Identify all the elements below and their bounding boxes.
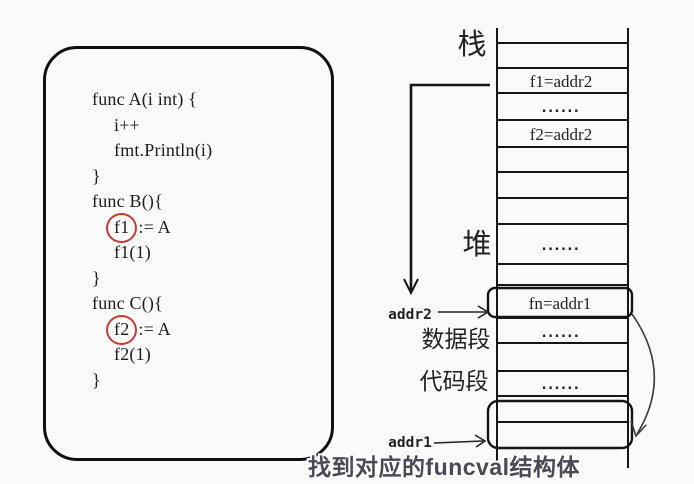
code-line-brace-a: } (92, 165, 101, 186)
code-line-brace-b: } (92, 267, 101, 288)
code-line-f1-call: f1(1) (114, 242, 151, 262)
heap-label: 堆 (462, 228, 491, 261)
stack-label: 栈 (457, 28, 486, 61)
addr1-arrow (433, 434, 487, 448)
addr2-pointer: addr2 (388, 305, 490, 323)
funcval-to-code-arrow (630, 313, 656, 438)
code-line-f2-assign: f2:= A (92, 314, 331, 345)
memory-ladder (496, 28, 629, 468)
f1-highlight-circle: f1 (106, 212, 138, 243)
cell-dots-code: ...... (542, 378, 581, 393)
funcval-box (486, 286, 634, 319)
subtitle-caption: 找到对应的funcval结构体 (308, 454, 581, 480)
addr1-pointer: addr1 (388, 434, 487, 451)
cell-dots-data: ...... (542, 326, 581, 341)
code-line-f2-call: f2(1) (114, 344, 151, 364)
code-line-func-a: func A(i int) { (92, 89, 198, 109)
code-line-f1-assign: f1:= A (92, 212, 331, 243)
code-panel: func A(i int) { i++ fmt.Println(i) } fun… (43, 46, 334, 461)
cell-fn-addr1: fn=addr1 (529, 294, 591, 313)
code-line-i-inc: i++ (114, 114, 140, 135)
code-entry-box (486, 399, 634, 450)
cell-f2-addr2: f2=addr2 (530, 125, 592, 144)
cell-dots-heap: ...... (542, 239, 581, 254)
cell-dots-bottom: ...... (542, 455, 581, 470)
code-line-func-c: func C(){ (92, 293, 163, 313)
data-segment-label: 数据段 (422, 327, 491, 352)
code-segment-label: 代码段 (420, 369, 489, 394)
addr2-arrow (438, 305, 490, 319)
code-line-brace-c: } (92, 369, 101, 390)
cell-dots-1: ...... (542, 101, 581, 116)
f1-to-addr2-arrow (403, 83, 490, 296)
cell-f1-addr2: f1=addr2 (530, 72, 592, 91)
f2-highlight-circle: f2 (106, 314, 138, 345)
addr2-label: addr2 (388, 307, 432, 323)
code-line-func-b: func B(){ (92, 191, 163, 211)
code-line-println: fmt.Println(i) (114, 140, 213, 160)
addr1-label: addr1 (388, 435, 432, 451)
f1-assign-rest: := A (138, 216, 171, 237)
f2-assign-rest: := A (138, 318, 171, 339)
